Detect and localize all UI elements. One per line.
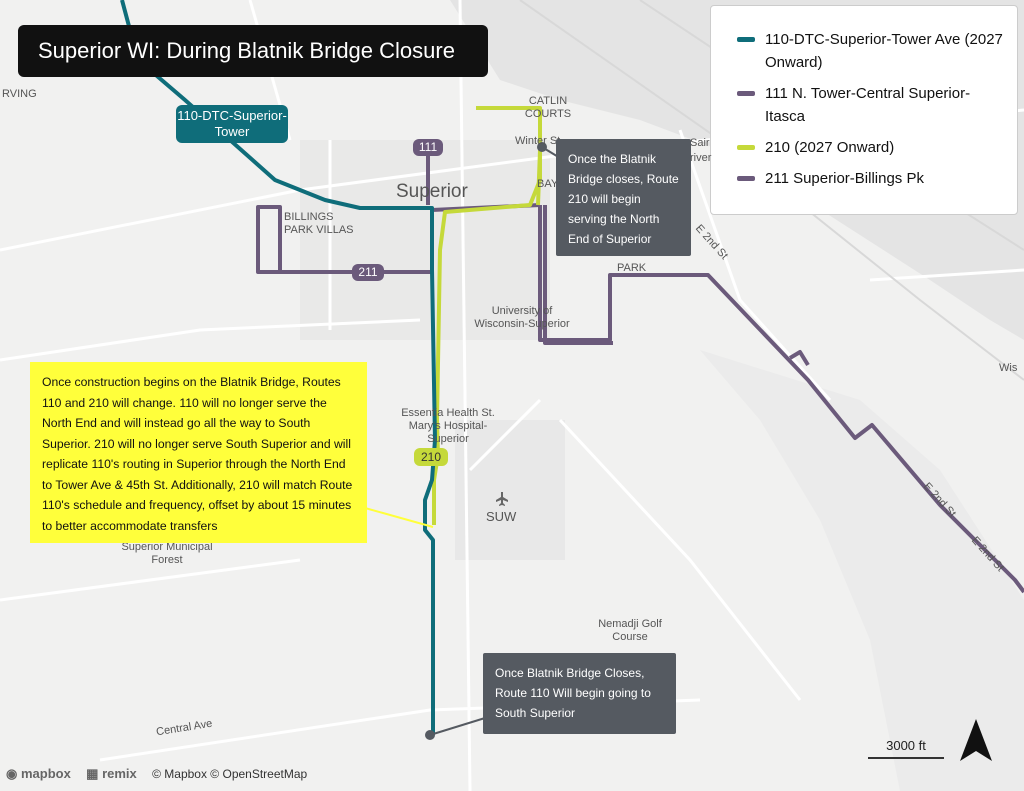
- map-title: Superior WI: During Blatnik Bridge Closu…: [18, 25, 488, 77]
- legend-label-111: 111 N. Tower-Central Superior-Itasca: [765, 85, 971, 125]
- place-label-billings: BILLINGS PARK VILLAS: [284, 211, 354, 236]
- legend-item-111: 111 N. Tower-Central Superior-Itasca: [737, 82, 1003, 128]
- place-label-irving: RVING: [2, 88, 37, 100]
- place-label-suw: SUW: [486, 509, 517, 524]
- legend-swatch-211: [737, 176, 755, 181]
- north-arrow-icon: [960, 719, 992, 761]
- legend-label-210: 210 (2027 Onward): [765, 139, 895, 156]
- attribution: ◉ mapbox ▦ remix © Mapbox © OpenStreetMa…: [6, 766, 313, 782]
- legend-label-110: 110-DTC-Superior-Tower Ave (2027 Onward): [765, 31, 1003, 71]
- route-111-line: [426, 150, 1024, 594]
- route-badge-111[interactable]: 111: [413, 139, 443, 156]
- route-badge-210[interactable]: 210: [414, 448, 448, 466]
- place-label-wis: Wis: [999, 362, 1018, 374]
- place-label-bay: BAY: [537, 178, 559, 190]
- legend-item-210: 210 (2027 Onward): [737, 136, 1003, 159]
- note-pointer: [364, 507, 434, 528]
- construction-note: Once construction begins on the Blatnik …: [30, 362, 367, 543]
- place-label-city: Superior: [396, 181, 468, 202]
- place-label-forest: Superior Municipal Forest: [121, 541, 213, 566]
- callout-110-dot: [425, 730, 435, 740]
- route-badge-211[interactable]: 211: [352, 264, 384, 281]
- legend-swatch-110: [737, 37, 755, 42]
- place-label-winter: Winter St: [515, 135, 561, 147]
- legend-swatch-210: [737, 145, 755, 150]
- callout-route-210: Once the Blatnik Bridge closes, Route 21…: [556, 139, 691, 256]
- place-label-uws: University of Wisconsin-Superior: [474, 305, 570, 330]
- place-label-essentia: Essentia Health St. Mary's Hospital-Supe…: [401, 407, 495, 445]
- callout-route-110: Once Blatnik Bridge Closes, Route 110 Wi…: [483, 653, 676, 734]
- route-badge-110[interactable]: 110-DTC-Superior-Tower: [176, 105, 288, 143]
- attribution-text[interactable]: © Mapbox © OpenStreetMap: [152, 767, 308, 781]
- place-label-catlin: CATLIN COURTS: [524, 95, 572, 120]
- remix-logo[interactable]: ▦ remix: [86, 766, 137, 781]
- scale-label: 3000 ft: [886, 738, 926, 753]
- place-label-nemadji: Nemadji Golf Course: [598, 618, 662, 643]
- legend-item-211: 211 Superior-Billings Pk: [737, 167, 1003, 190]
- place-label-river: river: [690, 152, 712, 164]
- river-water: [700, 350, 1024, 791]
- route-110-line: [120, 0, 437, 735]
- scale-bar: [868, 757, 944, 759]
- callout-110-pointer: [429, 717, 486, 736]
- callout-210-dot: [537, 142, 547, 152]
- mapbox-logo-text: mapbox: [20, 766, 71, 781]
- mapbox-logo[interactable]: ◉ mapbox: [6, 766, 71, 781]
- legend: 110-DTC-Superior-Tower Ave (2027 Onward)…: [710, 5, 1018, 215]
- place-label-central-park: PARK: [617, 262, 647, 274]
- place-label-saint: Sair: [690, 137, 710, 149]
- legend-label-211: 211 Superior-Billings Pk: [765, 170, 924, 187]
- legend-swatch-111: [737, 91, 755, 96]
- airplane-icon: [496, 492, 508, 506]
- legend-item-110: 110-DTC-Superior-Tower Ave (2027 Onward): [737, 28, 1003, 74]
- remix-logo-text: remix: [102, 766, 137, 781]
- airport-area: [455, 420, 565, 560]
